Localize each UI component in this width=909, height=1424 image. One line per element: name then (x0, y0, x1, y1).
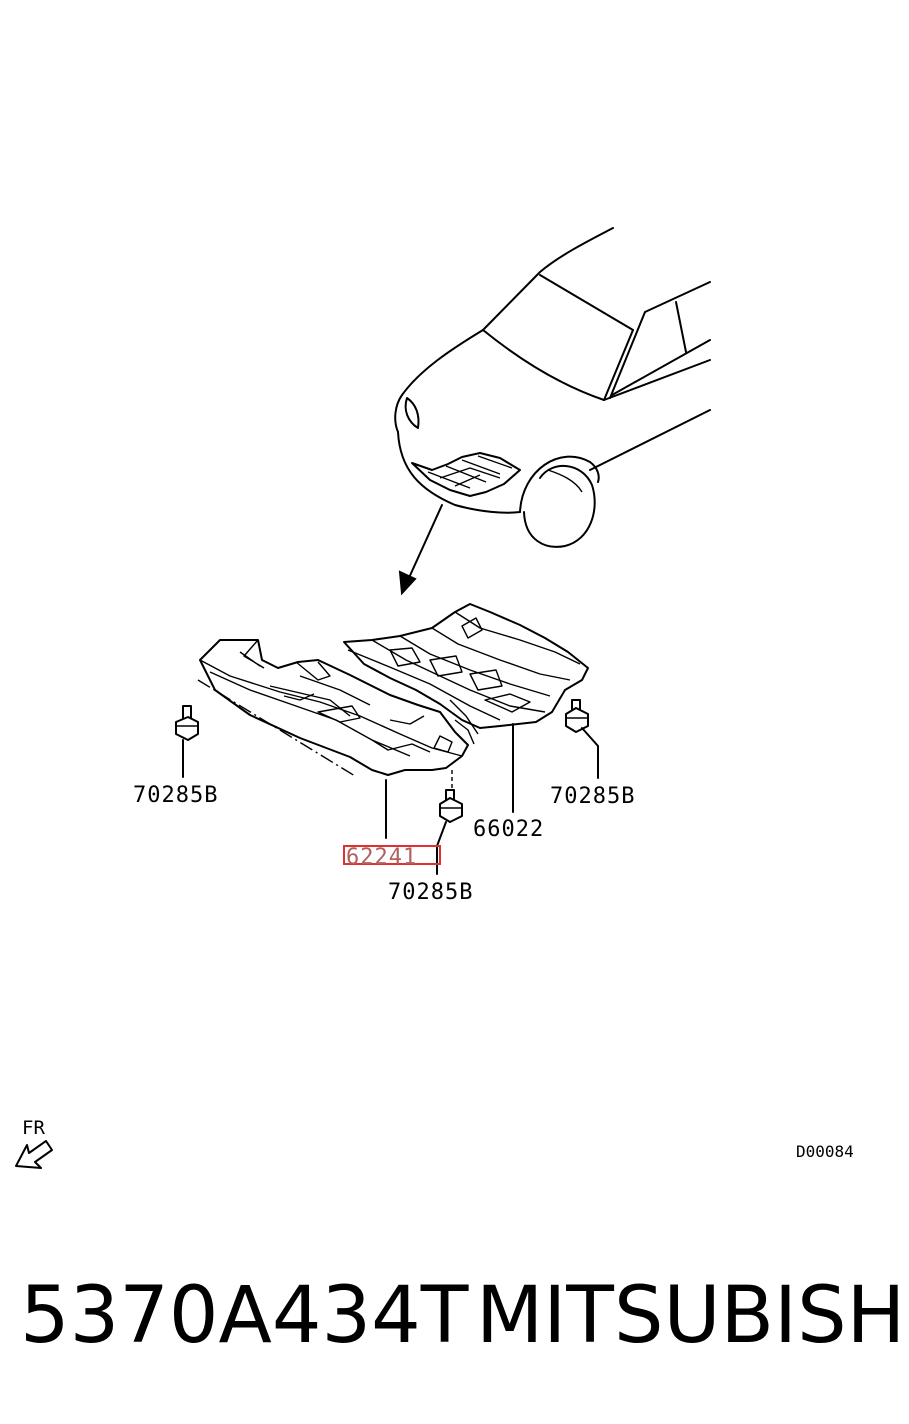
label-bolt-right: 70285B (550, 784, 635, 809)
car-illustration (394, 227, 711, 548)
front-indicator: FR (15, 1117, 53, 1169)
front-indicator-label: FR (22, 1117, 45, 1139)
bolt-bottom (436, 770, 463, 875)
drawing-code: D00084 (796, 1142, 854, 1161)
bolt-left (175, 705, 199, 778)
bolt-right (565, 699, 599, 779)
label-front-cover[interactable]: 62241 (346, 845, 417, 870)
front-arrow-icon (15, 1140, 53, 1169)
part-number: 5370A434T (20, 1271, 469, 1361)
label-bolt-left: 70285B (133, 783, 218, 808)
label-rear-cover: 66022 (473, 817, 544, 842)
front-under-cover (197, 639, 469, 777)
direction-arrow (398, 504, 443, 596)
rear-under-cover (343, 603, 589, 745)
label-bolt-bottom: 70285B (388, 880, 473, 905)
highlight-box (343, 845, 441, 865)
brand-name: MITSUBISHI (476, 1271, 909, 1361)
